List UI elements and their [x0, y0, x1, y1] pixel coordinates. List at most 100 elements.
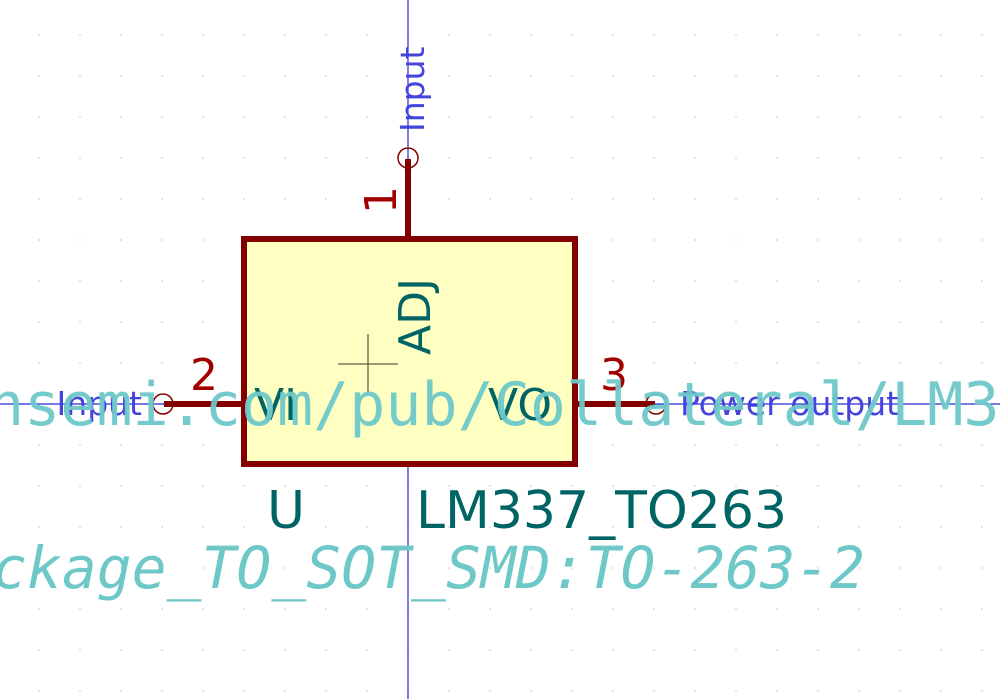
grid-dot: [79, 34, 81, 36]
grid-dot: [981, 444, 983, 446]
grid-dot: [940, 485, 942, 487]
grid-dot: [284, 485, 286, 487]
grid-dot: [243, 567, 245, 569]
grid-dot: [284, 198, 286, 200]
grid-dot: [653, 485, 655, 487]
grid-dot: [448, 34, 450, 36]
grid-dot: [776, 280, 778, 282]
value-field[interactable]: LM337_TO263: [416, 481, 787, 541]
grid-dot: [858, 567, 860, 569]
grid-dot: [776, 239, 778, 241]
grid-dot: [489, 116, 491, 118]
grid-dot: [735, 362, 737, 364]
grid-dot: [120, 239, 122, 241]
grid-dot: [735, 526, 737, 528]
grid-dot: [120, 116, 122, 118]
grid-dot: [243, 34, 245, 36]
grid-dot: [612, 567, 614, 569]
grid-dot: [79, 608, 81, 610]
grid-dot: [120, 34, 122, 36]
grid-dot: [120, 567, 122, 569]
grid-dot: [448, 198, 450, 200]
grid-dot: [817, 75, 819, 77]
grid-dot: [202, 690, 204, 692]
grid-dot: [981, 690, 983, 692]
datasheet-field[interactable]: nsemi.com/pub/Collateral/LM33: [0, 370, 1000, 440]
grid-dot: [120, 444, 122, 446]
grid-dot: [284, 34, 286, 36]
grid-dot: [653, 444, 655, 446]
grid-dot: [653, 116, 655, 118]
grid-dot: [325, 649, 327, 651]
grid-dot: [161, 608, 163, 610]
grid-dot: [653, 157, 655, 159]
pin-2-name: VI: [254, 380, 297, 431]
footprint-field[interactable]: ckage_TO_SOT_SMD:TO-263-2: [0, 534, 865, 602]
grid-dot: [981, 157, 983, 159]
grid-dot: [202, 116, 204, 118]
grid-dot: [817, 280, 819, 282]
grid-dot: [776, 567, 778, 569]
grid-dot: [489, 34, 491, 36]
grid-dot: [161, 239, 163, 241]
pin-1[interactable]: 1 ADJ Input: [356, 46, 441, 355]
grid-dot: [38, 34, 40, 36]
grid-dot: [366, 34, 368, 36]
grid-dot: [243, 485, 245, 487]
grid-dot: [981, 321, 983, 323]
grid-dot: [612, 321, 614, 323]
grid-dot: [530, 34, 532, 36]
grid-dot: [612, 362, 614, 364]
grid-dot: [981, 239, 983, 241]
grid-dot: [653, 75, 655, 77]
grid-dot: [79, 280, 81, 282]
grid-dot: [325, 75, 327, 77]
grid-dot: [981, 198, 983, 200]
grid-dot: [202, 75, 204, 77]
reference-field[interactable]: U: [267, 481, 305, 541]
pin-2-connection-point[interactable]: [152, 393, 174, 415]
grid-dot: [858, 157, 860, 159]
grid-dot: [366, 567, 368, 569]
pin-3[interactable]: 3 VO Power output: [488, 350, 899, 431]
grid-dot: [694, 485, 696, 487]
grid-dot: [489, 690, 491, 692]
grid-dot: [735, 485, 737, 487]
grid-dot: [38, 444, 40, 446]
grid-dot: [202, 567, 204, 569]
grid-dot: [366, 198, 368, 200]
grid-dot: [735, 690, 737, 692]
grid-dot: [489, 526, 491, 528]
grid-dot: [79, 75, 81, 77]
grid-dot: [38, 649, 40, 651]
grid-dot: [489, 485, 491, 487]
grid-dot: [202, 239, 204, 241]
grid-dot: [694, 362, 696, 364]
grid-dot: [858, 362, 860, 364]
grid-dot: [571, 198, 573, 200]
grid-dot: [161, 690, 163, 692]
grid-dot: [899, 649, 901, 651]
grid-dot: [735, 116, 737, 118]
grid-dot: [325, 198, 327, 200]
grid-dot: [325, 116, 327, 118]
pin-3-connection-point[interactable]: [645, 393, 667, 415]
grid-dot: [899, 362, 901, 364]
grid-dot: [120, 280, 122, 282]
grid-dot: [284, 526, 286, 528]
grid-dot: [694, 75, 696, 77]
grid-dot: [325, 157, 327, 159]
grid-dot: [79, 444, 81, 446]
grid-dot: [448, 608, 450, 610]
grid-dot: [38, 75, 40, 77]
pin-1-connection-point[interactable]: [397, 147, 419, 169]
grid-dot: [284, 649, 286, 651]
grid-dot: [530, 157, 532, 159]
grid-dot: [366, 649, 368, 651]
grid-dot: [653, 526, 655, 528]
grid-dot: [325, 526, 327, 528]
grid-dot: [325, 567, 327, 569]
pin-2[interactable]: 2 VI Input: [57, 350, 298, 431]
grid-dot: [284, 567, 286, 569]
